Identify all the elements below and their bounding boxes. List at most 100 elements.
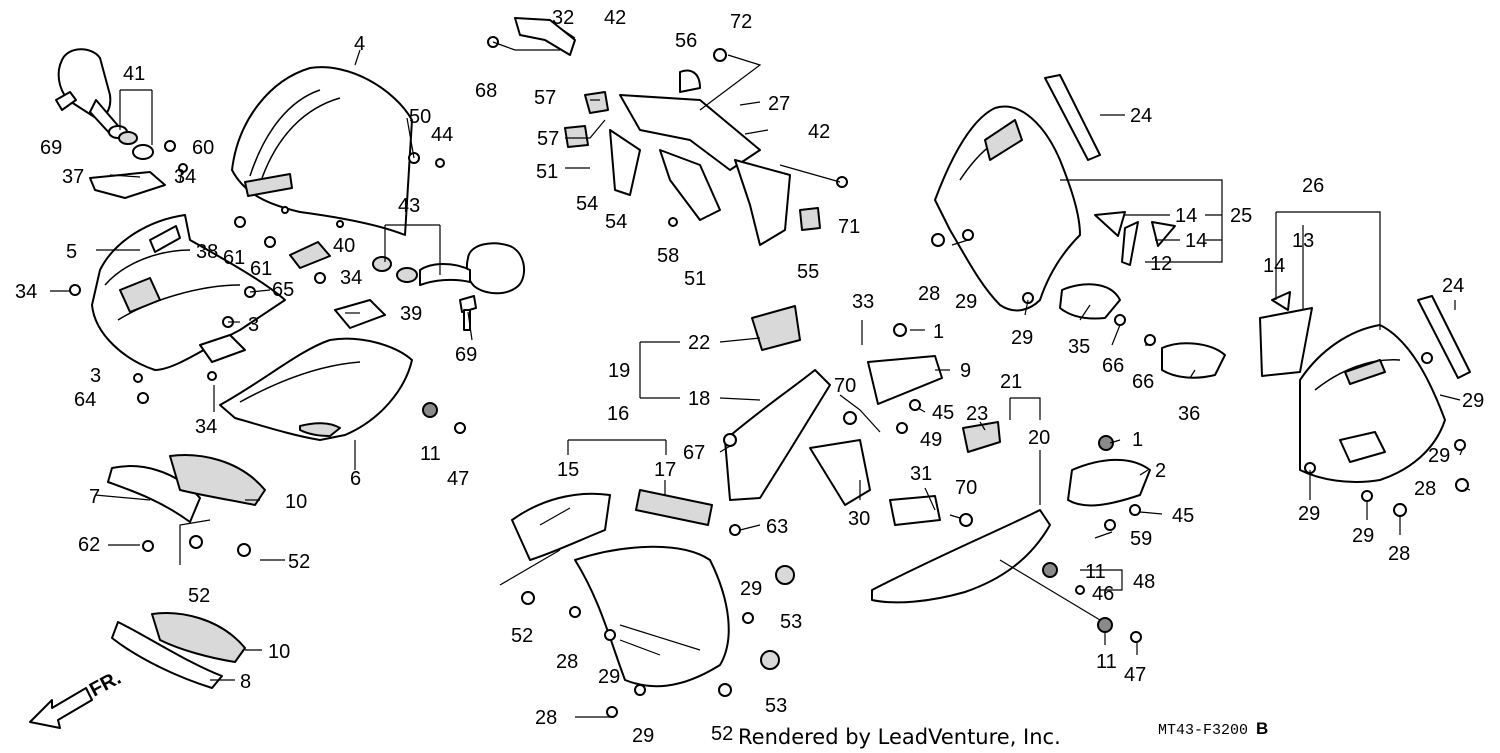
callout-30: 30 bbox=[848, 508, 870, 530]
callout-26: 26 bbox=[1302, 175, 1324, 197]
callout-53: 53 bbox=[780, 611, 802, 633]
bracket-31 bbox=[889, 495, 941, 526]
callout-19: 19 bbox=[608, 360, 630, 382]
callout-1: 1 bbox=[1132, 429, 1143, 451]
callout-41: 41 bbox=[123, 63, 145, 85]
callout-54: 54 bbox=[576, 193, 598, 215]
callout-25: 25 bbox=[1230, 205, 1252, 227]
part-illustrations bbox=[55, 17, 1471, 718]
callout-66: 66 bbox=[1102, 355, 1124, 377]
callout-67: 67 bbox=[683, 442, 705, 464]
callout-45: 45 bbox=[1172, 505, 1194, 527]
callout-38: 38 bbox=[196, 241, 218, 263]
callout-63: 63 bbox=[766, 516, 788, 538]
bracket-39 bbox=[334, 299, 386, 329]
callout-15: 15 bbox=[557, 459, 579, 481]
callout-44: 44 bbox=[431, 124, 453, 146]
callout-54: 54 bbox=[605, 211, 627, 233]
callout-60: 60 bbox=[192, 137, 214, 159]
callout-34: 34 bbox=[195, 416, 217, 438]
callout-35: 35 bbox=[1068, 336, 1090, 358]
callout-37: 37 bbox=[62, 166, 84, 188]
callout-55: 55 bbox=[797, 261, 819, 283]
callout-23: 23 bbox=[966, 403, 988, 425]
callout-34: 34 bbox=[174, 166, 196, 188]
callout-13: 13 bbox=[1292, 230, 1314, 252]
cowl-10a bbox=[169, 454, 266, 506]
callout-57: 57 bbox=[534, 87, 556, 109]
callout-29: 29 bbox=[632, 725, 654, 747]
fasteners bbox=[69, 36, 1469, 718]
callout-29: 29 bbox=[1352, 525, 1374, 547]
callout-43: 43 bbox=[398, 195, 420, 217]
callout-24: 24 bbox=[1442, 275, 1464, 297]
callout-28: 28 bbox=[918, 283, 940, 305]
callout-58: 58 bbox=[657, 245, 679, 267]
mounting-stay bbox=[514, 17, 821, 246]
bracket-23 bbox=[962, 421, 1001, 453]
callout-70: 70 bbox=[955, 477, 977, 499]
callout-labels: 32 42 72 68 56 57 27 57 42 51 54 54 71 5… bbox=[15, 7, 1484, 747]
callout-40: 40 bbox=[333, 235, 355, 257]
callout-29: 29 bbox=[740, 578, 762, 600]
callout-46: 46 bbox=[1092, 583, 1114, 605]
callout-52: 52 bbox=[288, 551, 310, 573]
right-mirror bbox=[372, 242, 526, 331]
bracket-30 bbox=[809, 439, 871, 506]
callout-70: 70 bbox=[834, 375, 856, 397]
diagram-code: MT43-F3200 bbox=[1158, 722, 1248, 739]
callout-42: 42 bbox=[604, 7, 626, 29]
callout-20: 20 bbox=[1028, 427, 1050, 449]
callout-5: 5 bbox=[66, 241, 77, 263]
callout-29: 29 bbox=[955, 291, 977, 313]
callout-28: 28 bbox=[556, 651, 578, 673]
callout-45: 45 bbox=[932, 402, 954, 424]
bracket-9 bbox=[867, 355, 943, 405]
callout-16: 16 bbox=[607, 403, 629, 425]
callout-53: 53 bbox=[765, 695, 787, 717]
callout-56: 56 bbox=[675, 30, 697, 52]
callout-11: 11 bbox=[1096, 651, 1117, 673]
callout-59: 59 bbox=[1130, 528, 1152, 550]
callout-17: 17 bbox=[654, 459, 676, 481]
callout-28: 28 bbox=[1414, 478, 1436, 500]
windscreen bbox=[231, 66, 413, 236]
callout-64: 64 bbox=[74, 389, 96, 411]
callout-34: 34 bbox=[340, 267, 362, 289]
callout-7: 7 bbox=[89, 486, 100, 508]
callout-14: 14 bbox=[1185, 230, 1207, 252]
callout-29: 29 bbox=[1298, 503, 1320, 525]
callout-34: 34 bbox=[15, 281, 37, 303]
rear-cowl bbox=[1259, 291, 1471, 483]
callout-6: 6 bbox=[350, 468, 361, 490]
panel-15 bbox=[511, 492, 611, 561]
callout-49: 49 bbox=[920, 429, 942, 451]
callout-29: 29 bbox=[1428, 445, 1450, 467]
callout-39: 39 bbox=[400, 303, 422, 325]
callout-51: 51 bbox=[536, 161, 558, 183]
callout-65: 65 bbox=[272, 279, 294, 301]
callout-52: 52 bbox=[511, 625, 533, 647]
callout-36: 36 bbox=[1178, 403, 1200, 425]
callout-69: 69 bbox=[455, 344, 477, 366]
credit-text: Rendered by LeadVenture, Inc. bbox=[738, 725, 1061, 749]
callout-3: 3 bbox=[90, 365, 101, 387]
callout-12: 12 bbox=[1150, 253, 1172, 275]
callout-68: 68 bbox=[475, 80, 497, 102]
callout-24: 24 bbox=[1130, 105, 1152, 127]
leader-lines bbox=[50, 27, 1471, 718]
strip-17 bbox=[635, 489, 713, 526]
callout-28: 28 bbox=[535, 707, 557, 729]
upper-cowl-left bbox=[91, 214, 286, 371]
callout-72: 72 bbox=[730, 11, 752, 33]
front-label: FR. bbox=[86, 667, 125, 702]
callout-11: 11 bbox=[420, 443, 441, 465]
callout-32: 32 bbox=[552, 7, 574, 29]
callout-52: 52 bbox=[711, 723, 733, 745]
callout-69: 69 bbox=[40, 137, 62, 159]
callout-9: 9 bbox=[960, 360, 971, 382]
callout-8: 8 bbox=[240, 671, 251, 693]
callout-10: 10 bbox=[268, 641, 290, 663]
